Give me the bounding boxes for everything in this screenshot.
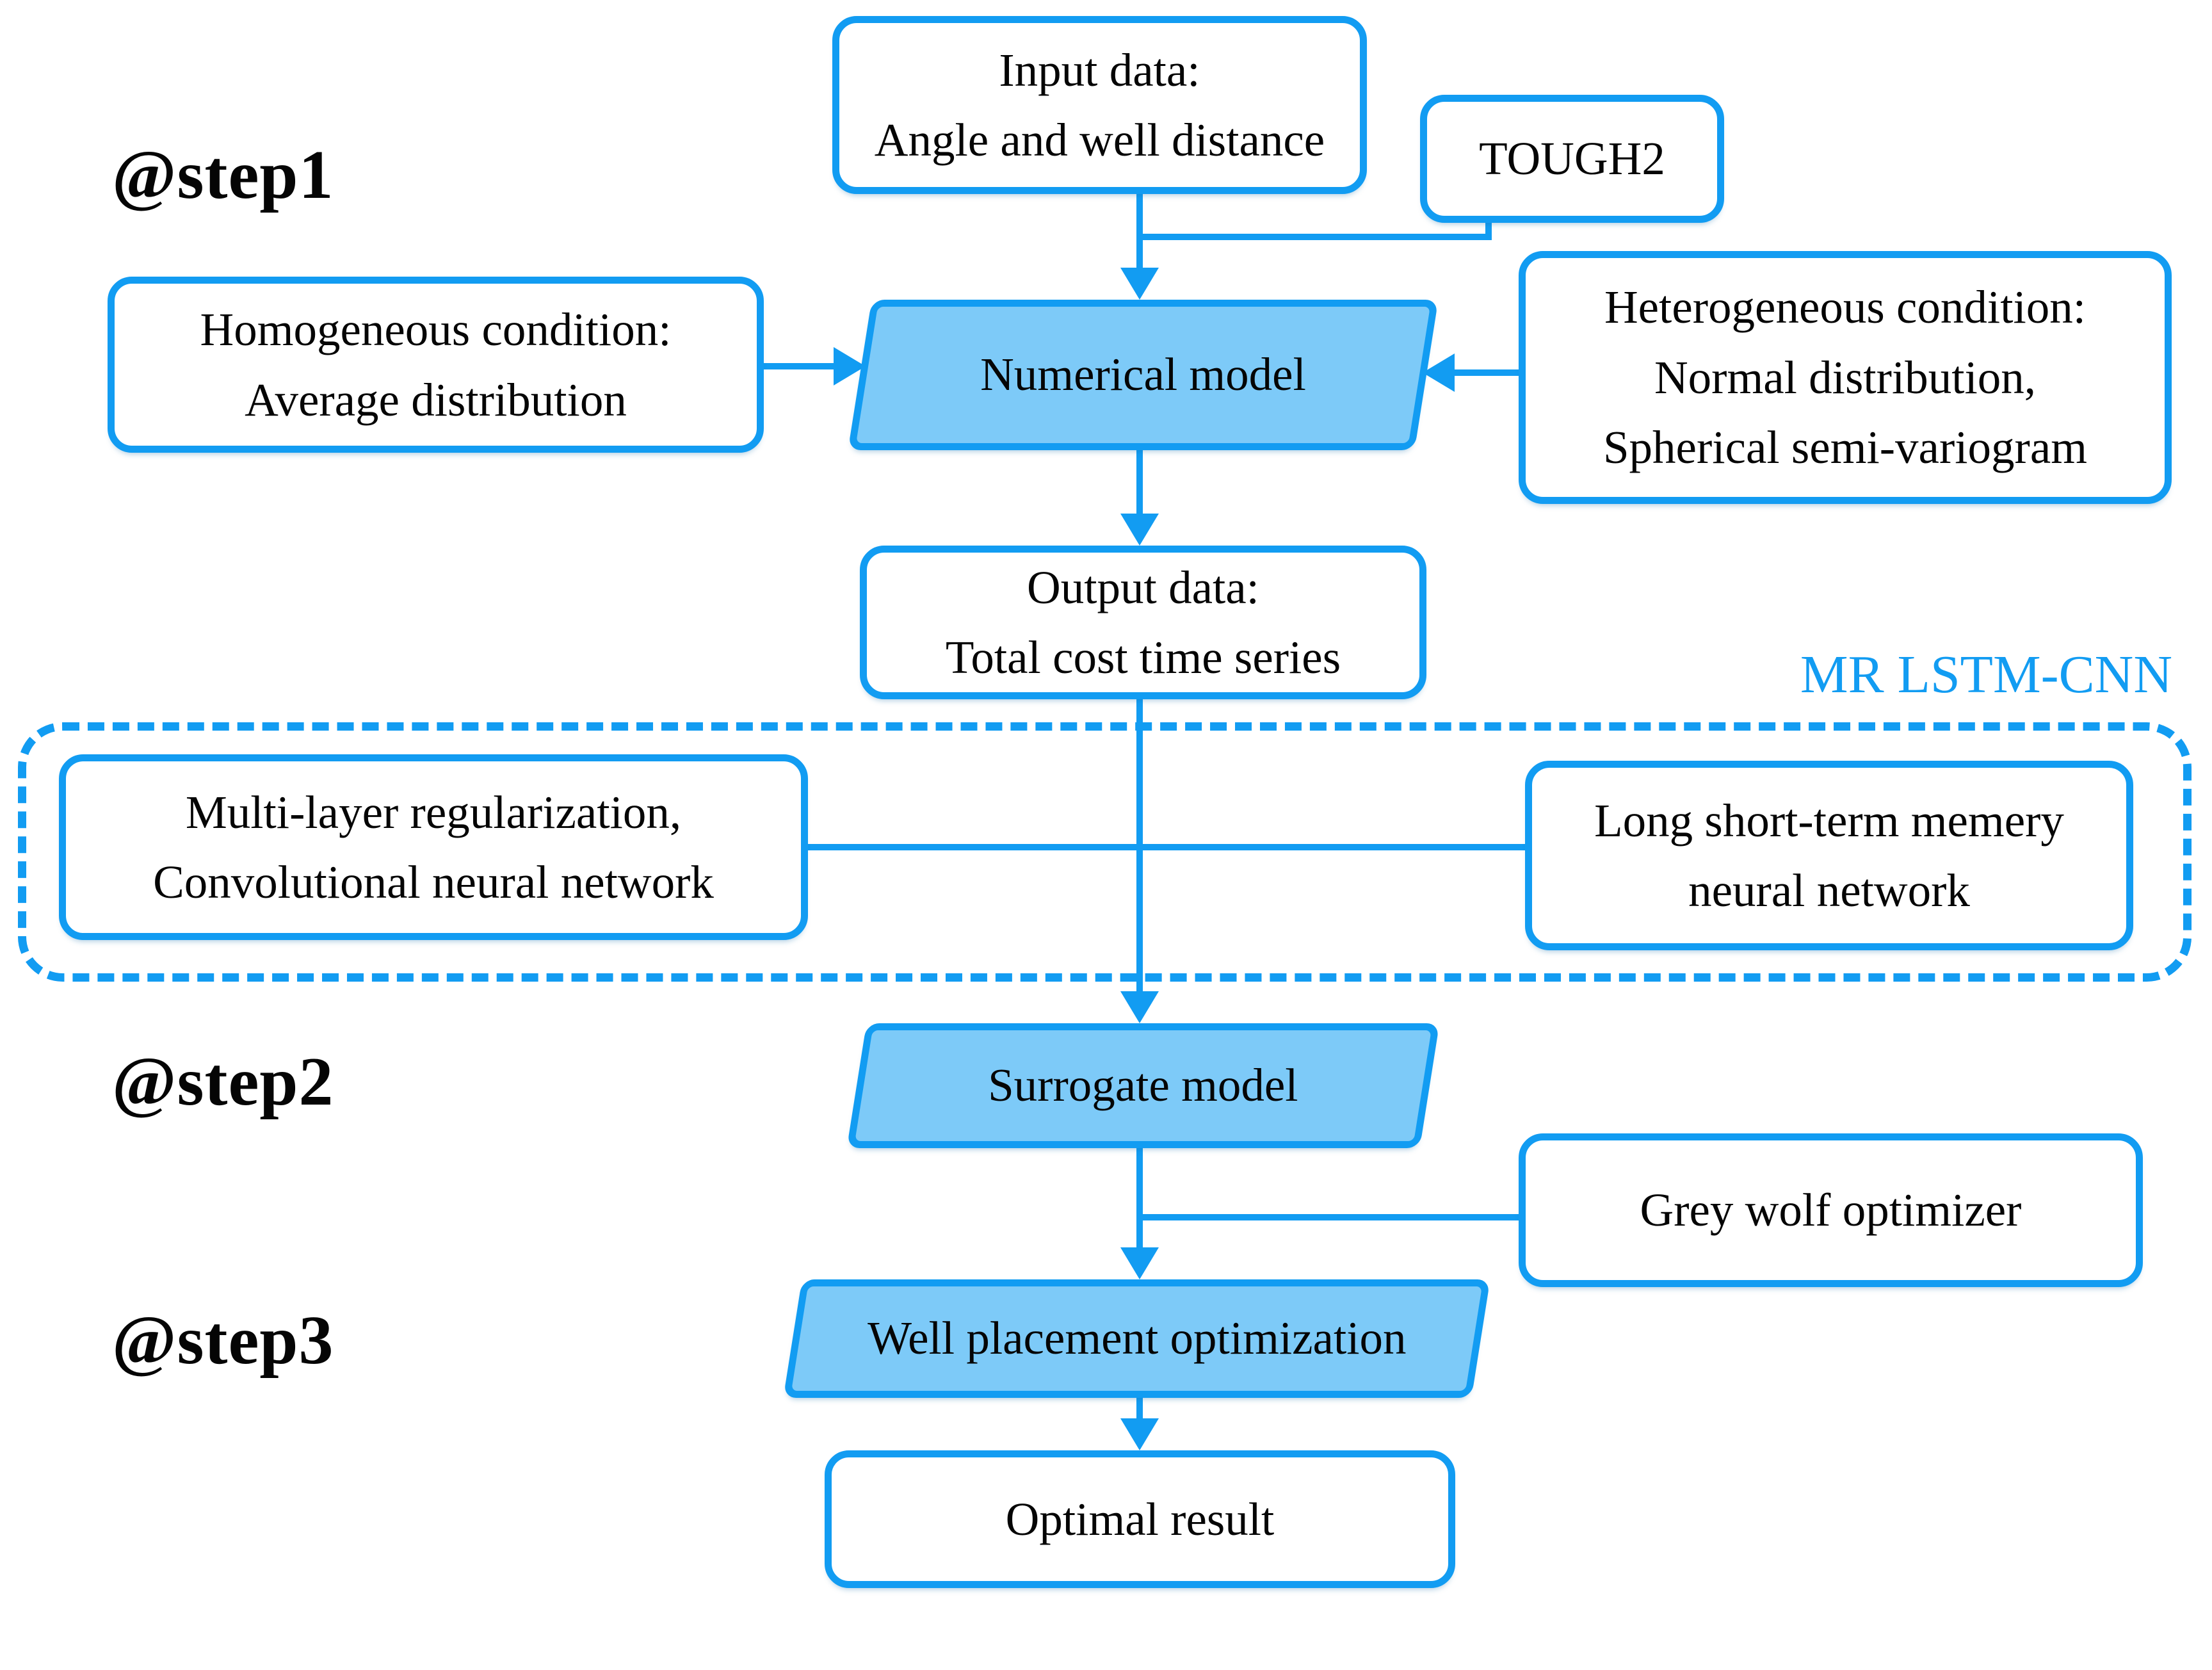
connector-cnn-to-lstm bbox=[805, 844, 1528, 850]
well-placement-label: Well placement optimization bbox=[867, 1312, 1407, 1365]
arrow-down-icon bbox=[1120, 991, 1159, 1023]
node-numerical-model: Numerical model bbox=[848, 300, 1439, 450]
node-grey-wolf: Grey wolf optimizer bbox=[1519, 1133, 2143, 1287]
mr-lstm-cnn-group-box bbox=[18, 722, 2192, 982]
node-input-data: Input data: Angle and well distance bbox=[832, 16, 1367, 194]
node-optimal-result: Optimal result bbox=[825, 1450, 1455, 1588]
connector-input-to-numerical bbox=[1136, 190, 1143, 274]
connector-greywolf-branch bbox=[1140, 1214, 1521, 1220]
arrow-down-icon bbox=[1120, 514, 1159, 546]
arrow-down-icon bbox=[1120, 268, 1159, 300]
mr-lstm-cnn-group-label: MR LSTM-CNN bbox=[1800, 645, 2172, 704]
connector-tough2-stem bbox=[1485, 220, 1492, 240]
step1-label: @step1 bbox=[112, 137, 334, 213]
surrogate-model-label: Surrogate model bbox=[988, 1059, 1298, 1112]
connector-wellplacement-to-optimal bbox=[1136, 1396, 1143, 1423]
connector-tough2-elbow bbox=[1140, 234, 1492, 240]
node-multilayer-cnn: Multi-layer regularization, Convolutiona… bbox=[59, 754, 808, 940]
connector-numerical-to-output bbox=[1136, 448, 1143, 519]
node-output-data: Output data: Total cost time series bbox=[860, 546, 1426, 699]
node-tough2: TOUGH2 bbox=[1420, 95, 1724, 223]
node-well-placement: Well placement optimization bbox=[783, 1279, 1490, 1398]
connector-homogeneous-to-numerical bbox=[762, 363, 839, 369]
connector-surrogate-to-wellplacement bbox=[1136, 1146, 1143, 1252]
numerical-model-label: Numerical model bbox=[980, 348, 1306, 401]
step3-label: @step3 bbox=[112, 1302, 334, 1379]
node-lstm: Long short-term memery neural network bbox=[1525, 761, 2133, 950]
arrow-down-icon bbox=[1120, 1247, 1159, 1279]
arrow-down-icon bbox=[1120, 1418, 1159, 1450]
connector-heterogeneous-to-numerical bbox=[1449, 369, 1520, 376]
node-heterogeneous: Heterogeneous condition: Normal distribu… bbox=[1519, 251, 2172, 504]
node-surrogate-model: Surrogate model bbox=[846, 1023, 1440, 1148]
node-homogeneous: Homogeneous condition: Average distribut… bbox=[108, 277, 764, 453]
step2-label: @step2 bbox=[112, 1044, 334, 1120]
